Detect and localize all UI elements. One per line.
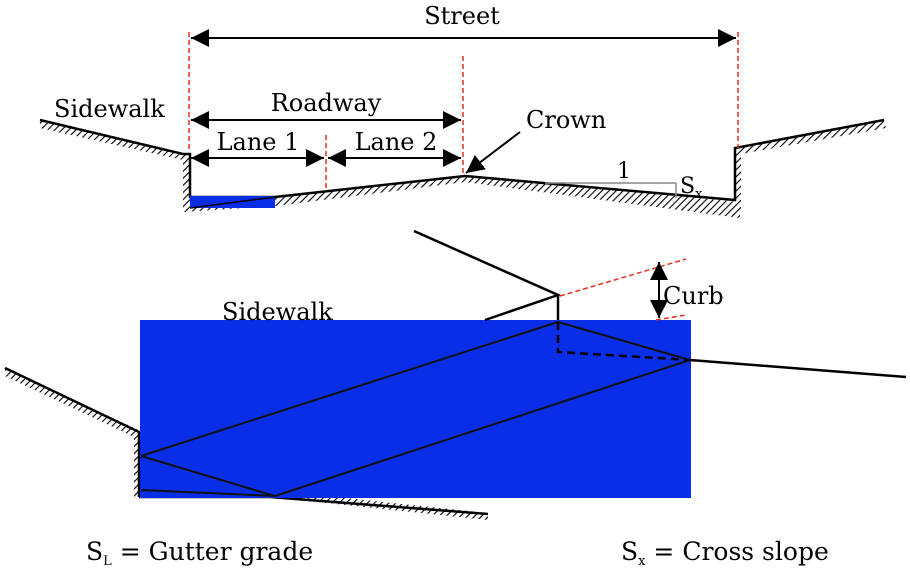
crown-pointer-arrow: [465, 131, 521, 174]
road-surface-hatch: [183, 176, 740, 218]
gutter-plane-lines: [140, 321, 691, 497]
crown-label: Crown: [526, 106, 606, 134]
legend: SL = Gutter grade Sx = Cross slope: [86, 537, 829, 569]
gutter-grade-legend: SL = Gutter grade: [86, 537, 313, 569]
street-label: Street: [424, 2, 500, 30]
left-curb-face-hatch: [5, 368, 141, 497]
left-sidewalk-hatch: [40, 120, 183, 160]
bottom-sidewalk-label: Sidewalk: [222, 298, 333, 326]
guide-lines: [188, 32, 739, 190]
gutter-slope-line: [189, 196, 276, 209]
gutter-plane-fill: [140, 320, 691, 498]
curb-top-line: [413, 229, 562, 322]
slope-run-label: 1: [617, 159, 631, 184]
cross-slope-triangle: [545, 182, 677, 198]
top-ground-line: [39, 118, 885, 202]
roadway-label: Roadway: [271, 89, 382, 117]
curb-hidden-line: [556, 322, 691, 362]
cross-slope-legend: Sx = Cross slope: [621, 537, 829, 569]
lane1-label: Lane 1: [217, 128, 300, 156]
bottom-perspective-view: Sidewalk Curb: [4, 229, 907, 520]
bottom-left-ground-line: [4, 366, 141, 497]
right-sidewalk-hatch: [734, 120, 886, 154]
cross-slope-line: [689, 358, 907, 379]
curb-label: Curb: [663, 282, 724, 310]
curb-guides: [559, 258, 687, 321]
slope-sx-label: Sx: [680, 174, 703, 202]
left-curb-hatch: [183, 154, 190, 212]
top-cross-section: Street Roadway Sidewalk Lane 1 Lane 2 Cr…: [39, 2, 886, 218]
lane2-label: Lane 2: [355, 128, 438, 156]
top-sidewalk-label: Sidewalk: [54, 95, 165, 123]
